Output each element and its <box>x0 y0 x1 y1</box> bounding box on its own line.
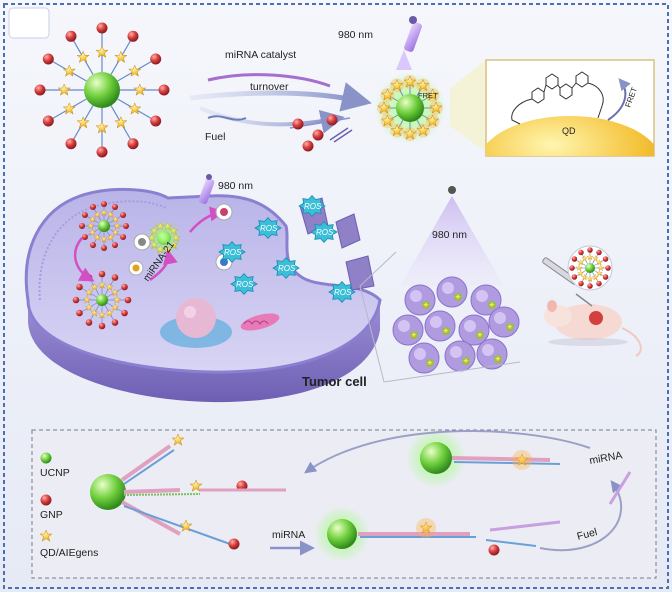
uptake-arrow <box>73 237 95 282</box>
activation-arrow <box>149 249 178 282</box>
qd-surface-group <box>486 116 654 156</box>
label-turnover: turnover <box>250 81 289 93</box>
fret-arrow <box>607 78 631 121</box>
nucleus <box>160 298 232 348</box>
oxygen-bubbles <box>128 203 233 276</box>
label-qd: QD <box>562 126 576 136</box>
zoom-beam <box>450 60 486 152</box>
ros-label: ROS <box>224 248 242 257</box>
ucnp-glowing-top <box>406 428 561 488</box>
probe-inset-particle <box>569 247 611 289</box>
probe-endocytosis <box>78 200 130 252</box>
label-mirna-catalyst: miRNA catalyst <box>225 49 296 61</box>
label-fuel-top: Fuel <box>205 131 225 143</box>
light-cone <box>400 186 504 286</box>
label-mirna-right: miRNA <box>588 449 623 467</box>
activated-probe <box>374 72 446 144</box>
label-fret-small: FRET <box>418 91 438 100</box>
red-sphere-icon <box>40 494 52 506</box>
legend-qd-aiegens: QD/AIEgens <box>40 547 98 559</box>
label-fuel-bottom: Fuel <box>576 526 599 543</box>
legend: UCNP GNP QD/AIEgens <box>39 452 98 559</box>
tumor-cell <box>24 188 382 403</box>
released-products <box>289 114 353 152</box>
label-tumor-cell: Tumor cell <box>302 374 367 389</box>
ros-label: ROS <box>278 264 296 273</box>
ros-label: ROS <box>334 288 352 297</box>
zoom-lines <box>359 251 521 383</box>
ros-group: ROS ROS ROS ROS ROS ROS ROS <box>218 195 356 303</box>
ros-label: ROS <box>260 224 278 233</box>
ros-label: ROS <box>236 280 254 289</box>
legend-ucnp: UCNP <box>40 467 70 479</box>
laser-device-middle <box>198 174 215 205</box>
legend-gnp: GNP <box>40 509 63 521</box>
label-980nm-cell: 980 nm <box>218 180 253 192</box>
ucnp-nanoprobe <box>34 22 170 158</box>
turnover-arrow <box>189 82 372 112</box>
probe-glow <box>146 220 182 256</box>
fuel-strand-bottom <box>608 471 632 505</box>
label-980nm-top: 980 nm <box>338 29 373 41</box>
ucnp-glowing-bottom <box>314 506 561 562</box>
ros-label: ROS <box>316 228 334 237</box>
mitochondrion <box>240 313 280 331</box>
label-mirna-middle: miRNA <box>272 529 305 541</box>
mirna-strand <box>207 73 331 88</box>
fuel-arrow <box>199 106 345 134</box>
figure-frame <box>3 3 669 589</box>
label-980nm-cone: 980 nm <box>432 229 467 241</box>
tumor-tissue <box>392 276 520 374</box>
fuel-cycle-arrow <box>539 480 623 552</box>
ucnp-hybrid <box>90 433 286 550</box>
mouse <box>544 300 642 357</box>
ros-label: ROS <box>304 202 322 211</box>
fuel-strand <box>207 115 247 121</box>
panel-tab <box>8 7 50 39</box>
laser-device-top <box>396 16 422 70</box>
green-sphere-icon <box>40 452 52 464</box>
activated-probe-ligands <box>377 75 443 141</box>
recycle-arrow <box>304 430 591 474</box>
aiegen-molecule <box>511 71 604 125</box>
probe-in-cytoplasm <box>72 270 132 330</box>
